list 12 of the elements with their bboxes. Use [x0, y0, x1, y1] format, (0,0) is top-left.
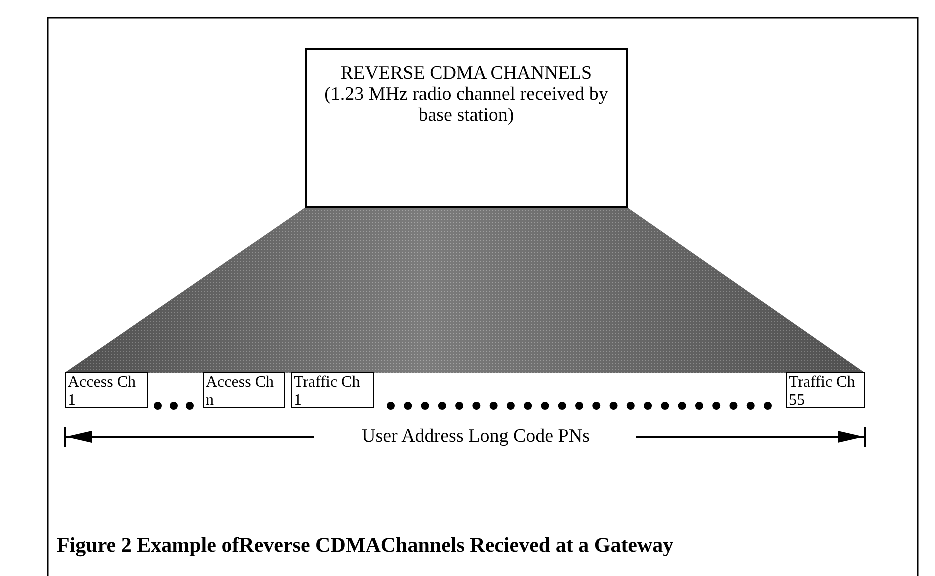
- channel-text: Access Ch n: [206, 374, 275, 410]
- figure-caption: Figure 2 Example ofReverse CDMAChannels Recieved at a Gateway: [57, 533, 674, 558]
- channel-box: [203, 372, 285, 408]
- channel-text: Traffic Ch 55: [789, 374, 856, 410]
- heading-text: REVERSE CDMA CHANNELS: [340, 64, 594, 85]
- channel-text: Access Ch 1: [68, 374, 137, 410]
- channel-text: (1.23 MHz radio channel received by base station): [324, 84, 610, 127]
- channel-box: [786, 372, 865, 408]
- channel-text: Traffic Ch 1: [294, 374, 362, 410]
- channel-box: [65, 372, 148, 408]
- channel-box: [291, 372, 374, 408]
- channel-box: [305, 48, 628, 208]
